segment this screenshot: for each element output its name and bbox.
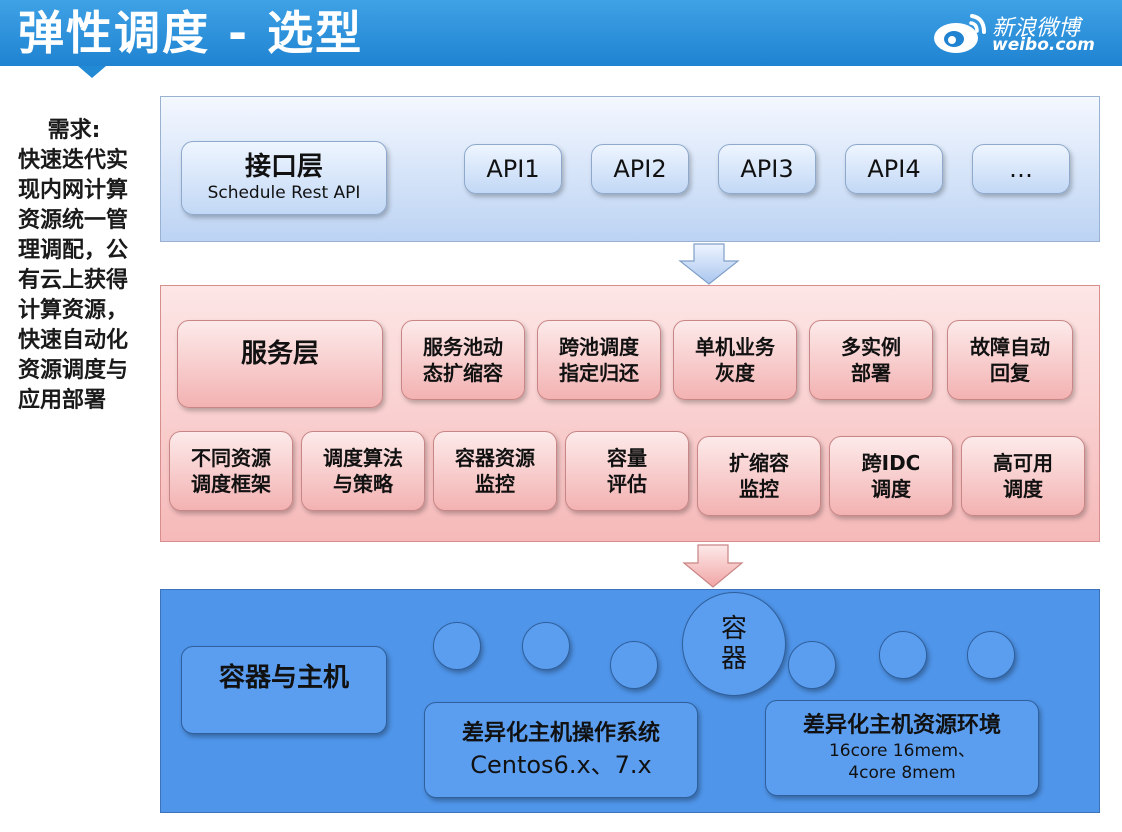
- service-label: 调度框架: [191, 472, 271, 496]
- service-label: 跨池调度: [559, 335, 639, 359]
- api-label: API4: [867, 155, 921, 183]
- logo-text-cn: 新浪微博: [992, 16, 1081, 41]
- container-circle: [967, 631, 1015, 679]
- service-label: 调度: [1003, 477, 1043, 501]
- service-label: 多实例: [841, 335, 901, 359]
- weibo-eye-icon: [934, 14, 986, 53]
- service-box-scheduling-framework: 不同资源 调度框架: [169, 431, 293, 511]
- service-box-gray-release: 单机业务 灰度: [673, 320, 797, 400]
- service-label: 评估: [607, 472, 647, 496]
- api-layer-title-box: 接口层 Schedule Rest API: [181, 141, 387, 215]
- api-layer-title: 接口层: [244, 152, 323, 182]
- resource-layer-title: 容器与主机: [218, 663, 349, 693]
- service-label: 单机业务: [695, 335, 775, 359]
- banner-notch: [78, 66, 106, 78]
- service-label: 服务池动: [423, 335, 503, 359]
- service-box-container-monitor: 容器资源 监控: [433, 431, 557, 511]
- service-label: 高可用: [993, 451, 1053, 475]
- host-resource-line2: 16core 16mem、: [828, 741, 976, 761]
- service-box-algorithm: 调度算法 与策略: [301, 431, 425, 511]
- container-circle: [522, 622, 570, 670]
- requirements-text: 需求: 快速迭代实现内网计算资源统一管理调配，公有云上获得计算资源，快速自动化资…: [18, 116, 130, 416]
- service-box-multi-instance: 多实例 部署: [809, 320, 933, 400]
- service-label: 容量: [607, 446, 647, 470]
- logo-text-en: weibo.com: [992, 35, 1095, 55]
- resource-layer-title-box: 容器与主机: [181, 646, 387, 734]
- service-label: 监控: [475, 472, 515, 496]
- requirements-heading: 需求:: [47, 118, 101, 143]
- header-banner: 弹性调度 - 选型 新浪微博 weibo.com: [0, 0, 1122, 66]
- api-box-4: API4: [845, 144, 943, 194]
- service-label: 回复: [990, 361, 1030, 385]
- service-box-auto-recovery: 故障自动 回复: [947, 320, 1073, 400]
- container-circle: [433, 622, 481, 670]
- down-arrow-service-to-resource: [682, 544, 744, 588]
- api-label: API2: [613, 155, 667, 183]
- service-label: 扩缩容: [729, 451, 789, 475]
- service-label: 部署: [851, 361, 891, 385]
- host-os-line2: Centos6.x、7.x: [470, 751, 652, 779]
- api-layer: 接口层 Schedule Rest API API1 API2 API3 API…: [160, 96, 1100, 242]
- host-os-line1: 差异化主机操作系统: [461, 721, 660, 746]
- down-arrow-api-to-service: [678, 243, 740, 285]
- service-label: 容器资源: [455, 446, 535, 470]
- service-label: 调度: [871, 477, 911, 501]
- container-circle: [788, 641, 836, 689]
- service-box-capacity: 容量 评估: [565, 431, 689, 511]
- container-circle: [879, 631, 927, 679]
- service-layer-title-box: 服务层: [177, 320, 383, 408]
- service-label: 态扩缩容: [423, 361, 503, 385]
- service-label: 灰度: [715, 361, 755, 385]
- service-label: 故障自动: [970, 335, 1050, 359]
- service-label: 跨IDC: [861, 451, 921, 475]
- api-label: API3: [740, 155, 794, 183]
- service-label: 与策略: [333, 472, 393, 496]
- resource-layer: 容器与主机 容 器 差异化主机操作系统 Centos6.x、7.x 差异化主机资…: [160, 589, 1100, 813]
- service-layer-title: 服务层: [240, 339, 319, 369]
- service-layer: 服务层 服务池动 态扩缩容 跨池调度 指定归还 单机业务 灰度 多实例 部署 故…: [160, 285, 1100, 542]
- host-os-box: 差异化主机操作系统 Centos6.x、7.x: [424, 702, 698, 798]
- host-resource-box: 差异化主机资源环境 16core 16mem、 4core 8mem: [765, 700, 1039, 796]
- container-main-circle: 容 器: [682, 592, 786, 696]
- service-box-scaling-monitor: 扩缩容 监控: [697, 436, 821, 516]
- api-box-2: API2: [591, 144, 689, 194]
- service-box-cross-idc: 跨IDC 调度: [829, 436, 953, 516]
- service-label: 调度算法: [323, 446, 403, 470]
- page-title: 弹性调度 - 选型: [18, 6, 364, 60]
- container-label: 容: [720, 614, 747, 644]
- host-resource-line3: 4core 8mem: [848, 763, 956, 783]
- container-circle: [610, 641, 658, 689]
- requirements-body: 快速迭代实现内网计算资源统一管理调配，公有云上获得计算资源，快速自动化资源调度与…: [18, 148, 129, 413]
- service-box-pool-scaling: 服务池动 态扩缩容: [401, 320, 525, 400]
- weibo-logo: 新浪微博 weibo.com: [930, 8, 1100, 58]
- container-label: 器: [720, 644, 747, 674]
- api-label: API1: [486, 155, 540, 183]
- service-label: 监控: [739, 477, 779, 501]
- api-box-1: API1: [464, 144, 562, 194]
- api-box-3: API3: [718, 144, 816, 194]
- service-box-cross-pool: 跨池调度 指定归还: [537, 320, 661, 400]
- api-layer-subtitle: Schedule Rest API: [207, 183, 361, 203]
- service-label: 不同资源: [191, 446, 271, 470]
- service-box-high-availability: 高可用 调度: [961, 436, 1085, 516]
- api-label: …: [1009, 155, 1033, 183]
- host-resource-line1: 差异化主机资源环境: [802, 713, 1001, 738]
- api-box-more: …: [972, 144, 1070, 194]
- service-label: 指定归还: [559, 361, 639, 385]
